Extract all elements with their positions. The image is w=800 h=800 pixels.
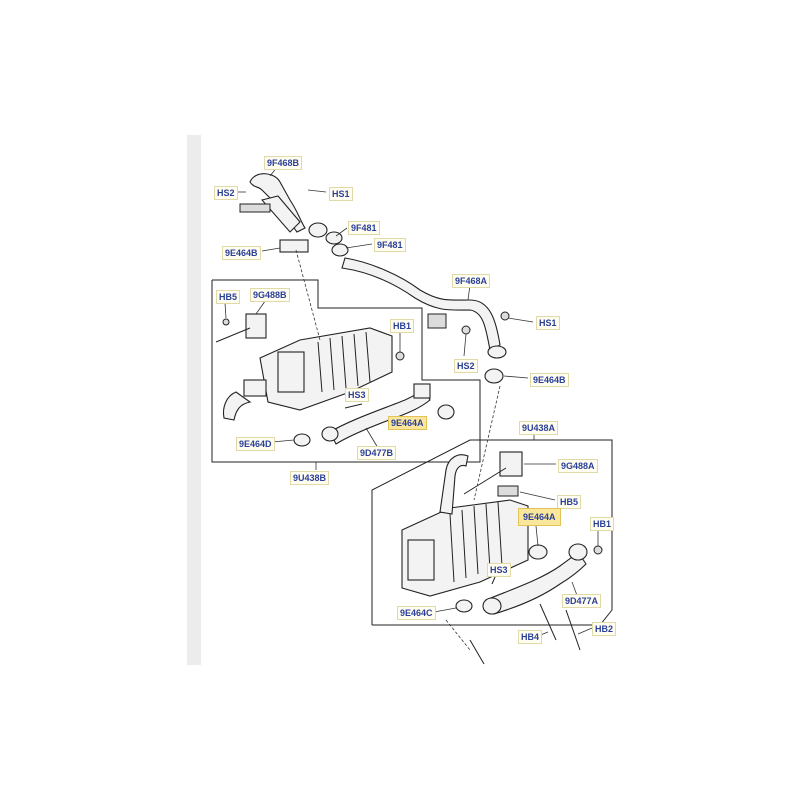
callout-9d477a[interactable]: 9D477A (562, 594, 602, 608)
callout-9g488b[interactable]: 9G488B (250, 288, 290, 302)
actuator-9g488a (499, 451, 523, 477)
callout-9e464b-mid[interactable]: 9E464B (530, 373, 569, 387)
gasket-9e464a-right (528, 544, 548, 560)
callout-hs1-top[interactable]: HS1 (329, 187, 353, 201)
callout-9e464a-right[interactable]: 9E464A (518, 508, 561, 526)
gasket-9e464b-ring (484, 368, 504, 384)
callout-hs1-mid[interactable]: HS1 (536, 316, 560, 330)
callout-9f468a[interactable]: 9F468A (452, 274, 491, 288)
gasket-9e464b-top (279, 239, 309, 253)
callout-9e464c[interactable]: 9E464C (397, 606, 436, 620)
gasket-9e464b-mid (487, 345, 507, 359)
callout-9e464d[interactable]: 9E464D (236, 437, 275, 451)
bolt-hb4 (539, 603, 557, 641)
left-assembly-frame (211, 279, 481, 463)
callout-hs2-mid[interactable]: HS2 (454, 359, 478, 373)
egr-flange-left (243, 379, 267, 397)
callout-9d477b[interactable]: 9D477B (357, 446, 397, 460)
leader-lines (224, 165, 599, 637)
actuator-9g488b (245, 313, 267, 339)
callout-hb5-left[interactable]: HB5 (216, 290, 241, 304)
callout-9f481-b[interactable]: 9F481 (374, 238, 406, 252)
assembly-centre-lines (295, 249, 501, 651)
callout-hs3-right[interactable]: HS3 (487, 563, 511, 577)
gasket-9e464c (455, 599, 473, 613)
gasket-9e464a-left (437, 404, 455, 420)
callout-9e464a-left[interactable]: 9E464A (388, 416, 427, 430)
egr-valve-right (407, 539, 435, 581)
bolt-hs3-left (344, 403, 363, 409)
flange-9d477b (321, 426, 339, 442)
bolt-hb5-left (222, 318, 230, 326)
bolt-hb1-left (395, 351, 405, 361)
egr-inlet-left (222, 391, 252, 421)
callout-hb4[interactable]: HB4 (518, 630, 543, 644)
callout-9g488a[interactable]: 9G488A (558, 459, 598, 473)
actuator-rod-right (463, 467, 507, 495)
clamp-9f481-b (331, 243, 349, 257)
bracket-9f468a (427, 313, 447, 329)
gasket-9f468b (308, 222, 328, 238)
callout-hb1-right[interactable]: HB1 (590, 517, 615, 531)
bolt-hb2 (565, 609, 581, 651)
callout-hs3-left[interactable]: HS3 (345, 388, 369, 402)
gasket-9d477b-top (413, 383, 431, 399)
callout-9f481-a[interactable]: 9F481 (348, 221, 380, 235)
callout-9u438a[interactable]: 9U438A (519, 421, 559, 435)
sheet-edge (187, 135, 201, 665)
callout-hs2-top[interactable]: HS2 (214, 186, 238, 200)
egr-cooler-left-fins (317, 331, 371, 393)
callout-hb1-left[interactable]: HB1 (390, 319, 415, 333)
bolt-hs2-mid (461, 325, 471, 335)
pipe-9f468a (341, 257, 501, 351)
bracket-hb5-right (497, 485, 519, 497)
callout-9f468b[interactable]: 9F468B (264, 156, 303, 170)
bracket-9f468b (239, 203, 271, 213)
flange-9d477a (482, 597, 502, 615)
gasket-9e464d (293, 433, 311, 447)
bolt-hb1-right (593, 545, 603, 555)
callout-hb5-right[interactable]: HB5 (557, 495, 582, 509)
egr-cooler-right-fins (449, 501, 503, 583)
egr-valve-left (277, 351, 305, 393)
actuator-rod-left (215, 327, 251, 343)
pipe-9f468b-lower (260, 195, 301, 233)
callout-hb2[interactable]: HB2 (592, 622, 617, 636)
flange-9d477a-top (568, 543, 588, 561)
egr-riser-right (439, 454, 469, 515)
callout-9u438b[interactable]: 9U438B (290, 471, 330, 485)
stud-bottom (469, 639, 485, 665)
bolt-hs1-mid (500, 311, 510, 321)
callout-9e464b-top[interactable]: 9E464B (222, 246, 261, 260)
